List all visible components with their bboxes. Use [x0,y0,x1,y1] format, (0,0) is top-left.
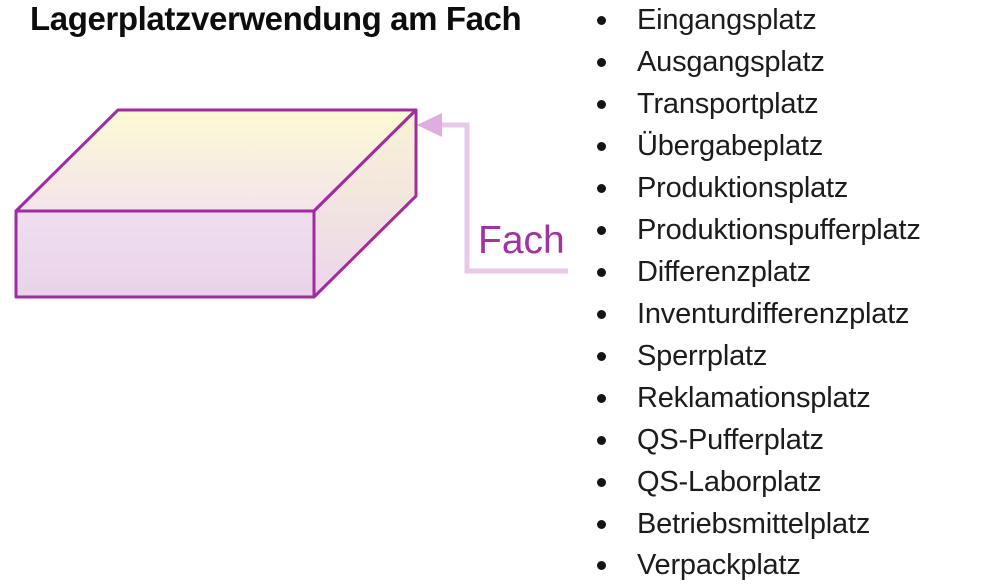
arrowhead-icon [417,113,442,137]
list-item: Produktionsplatz [597,168,983,210]
bullet-icon [597,184,606,194]
bullet-icon [597,393,606,403]
bullet-icon [597,561,606,571]
fach-box-diagram: Fach [14,108,568,299]
list-item: Reklamationsplatz [597,377,983,419]
bullet-icon [597,519,606,529]
list-item-label: Sperrplatz [637,339,768,372]
list-item: Verpackplatz [597,545,983,587]
page-title: Lagerplatzverwendung am Fach [30,0,522,37]
bullet-icon [597,142,606,152]
box-front-face [14,209,316,299]
list-item-label: Produktionsplatz [637,172,849,205]
list-item-label: QS-Laborplatz [637,465,822,498]
list-item: Übergabeplatz [597,126,983,168]
bullet-icon [597,226,606,236]
list-item-label: Inventurdifferenzplatz [637,297,910,330]
list-item: QS-Laborplatz [597,461,983,503]
list-item: Sperrplatz [597,335,983,377]
bullet-icon [597,351,606,361]
bullet-icon [597,58,606,68]
list-item: Differenzplatz [597,252,983,294]
list-item: Transportplatz [597,84,983,126]
bullet-icon [597,309,606,319]
list-item-label: Produktionspufferplatz [637,214,921,247]
list-item: Produktionspufferplatz [597,210,983,252]
fach-label: Fach [478,219,565,262]
bullet-icon [597,267,606,277]
bullet-icon [597,100,606,110]
list-item: Ausgangsplatz [597,42,983,84]
bullet-icon [597,477,606,487]
list-item: Eingangsplatz [597,0,983,42]
list-item-label: Verpackplatz [637,549,801,582]
list-item-label: Betriebsmittelplatz [637,507,871,540]
list-item-label: Transportplatz [637,88,819,121]
platz-list: Eingangsplatz Ausgangsplatz Transportpla… [597,0,983,587]
list-item: Betriebsmittelplatz [597,503,983,545]
list-item-label: QS-Pufferplatz [637,423,824,456]
list-item-label: Reklamationsplatz [637,381,871,414]
bullet-icon [597,16,606,26]
list-item-label: Eingangsplatz [637,4,817,37]
list-item: Inventurdifferenzplatz [597,293,983,335]
list-item-label: Differenzplatz [637,255,811,288]
bullet-icon [597,435,606,445]
list-item-label: Ausgangsplatz [637,46,825,79]
connector-line [441,122,568,274]
list-item: QS-Pufferplatz [597,419,983,461]
list-item-label: Übergabeplatz [637,130,824,163]
